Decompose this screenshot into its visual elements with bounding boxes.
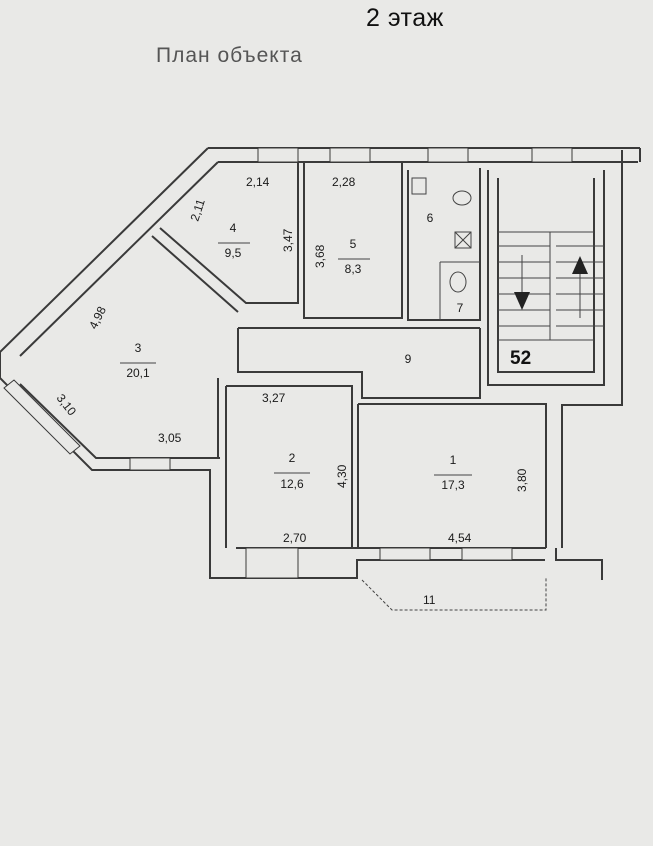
dim-r4-side: 3,47 xyxy=(281,228,295,252)
room-id-4: 4 xyxy=(230,221,237,235)
stair-label: 52 xyxy=(510,348,531,369)
room-id-2: 2 xyxy=(289,451,296,465)
room-id-7: 7 xyxy=(457,301,464,315)
dim-r5-top: 2,28 xyxy=(332,175,356,189)
room-area-1: 17,3 xyxy=(441,478,465,492)
dim-r1-side: 3,80 xyxy=(515,468,529,492)
room-id-5: 5 xyxy=(350,237,357,251)
building-outline xyxy=(0,147,641,580)
room-area-3: 20,1 xyxy=(126,366,150,380)
dim-r3-left: 3,10 xyxy=(54,391,80,418)
floor-title: 2 этаж xyxy=(366,4,444,32)
dim-r2-top: 3,27 xyxy=(262,391,286,405)
dim-r1-bottom: 4,54 xyxy=(448,531,472,545)
dim-r2-side: 4,30 xyxy=(335,464,349,488)
dim-r2-bottom: 2,70 xyxy=(283,531,307,545)
room-area-5: 8,3 xyxy=(345,262,362,276)
dim-r4-diag: 2,11 xyxy=(188,197,208,223)
dim-r5-side: 3,68 xyxy=(313,244,327,268)
room-labels: 4 9,5 5 8,3 6 7 9 3 20,1 2 12,6 1 17,3 5… xyxy=(120,211,531,492)
windows xyxy=(3,147,573,579)
interior-walls xyxy=(151,162,605,611)
dim-r4-top: 2,14 xyxy=(246,175,270,189)
room-id-6: 6 xyxy=(427,211,434,225)
dim-r3-bottom: 3,05 xyxy=(158,431,182,445)
room-id-3: 3 xyxy=(135,341,142,355)
dimension-labels: 2,14 2,11 3,47 2,28 3,68 4,98 3,10 3,05 … xyxy=(54,175,529,607)
room-area-2: 12,6 xyxy=(280,477,304,491)
dim-balcony: 11 xyxy=(423,593,436,607)
dim-r3-diag: 4,98 xyxy=(86,304,109,331)
room-id-1: 1 xyxy=(450,453,457,467)
plan-title: План объекта xyxy=(156,44,303,67)
room-area-4: 9,5 xyxy=(225,246,242,260)
room-id-9: 9 xyxy=(405,352,412,366)
